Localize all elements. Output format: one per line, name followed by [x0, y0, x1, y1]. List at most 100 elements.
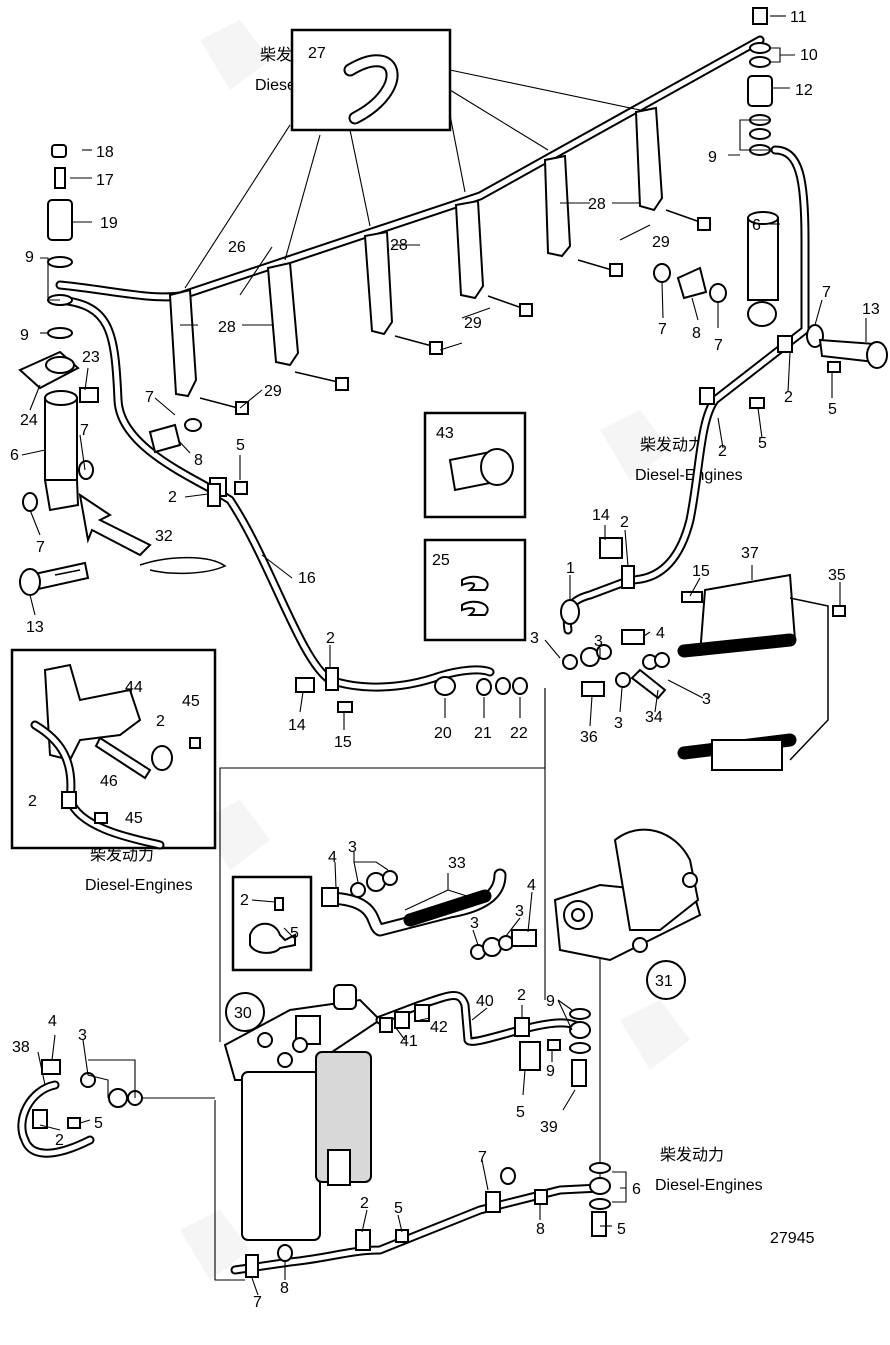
callout-18: 18 — [96, 144, 114, 161]
bracket-28 — [266, 261, 300, 367]
callout-14: 14 — [288, 717, 306, 734]
callout-5: 5 — [617, 1221, 626, 1238]
callout-2: 2 — [28, 793, 37, 810]
fittings-1-36 — [560, 599, 670, 700]
callout-37: 37 — [741, 545, 759, 562]
callout-8: 8 — [536, 1221, 545, 1238]
callout-29: 29 — [652, 234, 670, 251]
watermark-sub: Diesel-Engines — [635, 467, 743, 484]
callout-3: 3 — [515, 903, 524, 920]
callout-35: 35 — [828, 567, 846, 584]
callout-31: 31 — [655, 973, 673, 990]
callout-44: 44 — [125, 679, 143, 696]
pump-31 — [553, 828, 702, 962]
callout-2: 2 — [156, 713, 165, 730]
watermark-brand: 柴发动力 — [660, 1146, 724, 1164]
callout-9: 9 — [708, 149, 717, 166]
pipe-right — [562, 145, 810, 635]
callout-22: 22 — [510, 725, 528, 742]
bracket-28 — [168, 288, 198, 398]
callout-6: 6 — [10, 447, 19, 464]
callout-2: 2 — [168, 489, 177, 506]
watermark-brand: 柴发动力 — [640, 436, 704, 454]
callout-10: 10 — [800, 47, 818, 64]
callout-15: 15 — [334, 734, 352, 751]
callout-28: 28 — [390, 237, 408, 254]
callout-3: 3 — [348, 839, 357, 856]
callout-7: 7 — [253, 1294, 262, 1311]
pipe-38 — [17, 1059, 143, 1158]
callout-9: 9 — [546, 1063, 555, 1080]
callout-28: 28 — [588, 196, 606, 213]
callout-7: 7 — [36, 539, 45, 556]
callout-11: 11 — [790, 9, 807, 26]
callout-8: 8 — [692, 325, 701, 342]
callout-4: 4 — [328, 849, 337, 866]
callout-21: 21 — [474, 725, 492, 742]
callout-7: 7 — [478, 1149, 487, 1166]
detail-box-clamp — [231, 875, 313, 972]
callout-6: 6 — [632, 1181, 641, 1198]
callout-27: 27 — [308, 45, 326, 62]
callout-3: 3 — [594, 633, 603, 650]
callout-4: 4 — [527, 877, 536, 894]
callout-29: 29 — [464, 315, 482, 332]
bracket-28-group — [168, 106, 664, 398]
callout-5: 5 — [516, 1104, 525, 1121]
callout-labels: 11 10 12 9 28 6 29 7 13 7 8 7 2 5 2 5 27… — [10, 9, 880, 1311]
circle-30 — [225, 992, 265, 1032]
bracket-28 — [543, 154, 572, 258]
callout-39: 39 — [540, 1119, 558, 1136]
callout-4: 4 — [48, 1013, 57, 1030]
callout-7: 7 — [658, 321, 667, 338]
callout-7: 7 — [80, 422, 89, 439]
callout-2: 2 — [718, 443, 727, 460]
callout-4: 4 — [656, 625, 665, 642]
watermark-sub: Diesel-Engines — [655, 1177, 763, 1194]
callout-43: 43 — [436, 425, 454, 442]
callout-25: 25 — [432, 552, 450, 569]
callout-41: 41 — [400, 1033, 418, 1050]
callout-5: 5 — [290, 925, 299, 942]
clip-32 — [78, 492, 227, 575]
callout-36: 36 — [580, 729, 598, 746]
callout-7: 7 — [822, 284, 831, 301]
callout-3: 3 — [702, 691, 711, 708]
callout-8: 8 — [280, 1280, 289, 1297]
callout-9: 9 — [25, 249, 34, 266]
callout-9: 9 — [20, 327, 29, 344]
detail-box-25 — [423, 538, 527, 642]
callout-34: 34 — [645, 709, 663, 726]
callout-5: 5 — [236, 437, 245, 454]
pipe-40 — [375, 991, 591, 1087]
callout-1: 1 — [566, 560, 575, 577]
callout-2: 2 — [326, 630, 335, 647]
callout-15: 15 — [692, 563, 710, 580]
circle-31 — [646, 960, 686, 1000]
callout-40: 40 — [476, 993, 494, 1010]
fittings-14-22 — [295, 537, 703, 713]
callout-3: 3 — [530, 630, 539, 647]
clamp-2-group — [207, 335, 793, 691]
callout-33: 33 — [448, 855, 466, 872]
left-fittings — [18, 144, 99, 596]
detail-box-44 — [10, 648, 217, 850]
pipe-16 — [55, 295, 495, 692]
callout-14: 14 — [592, 507, 610, 524]
callout-2: 2 — [784, 389, 793, 406]
callout-16: 16 — [298, 570, 316, 587]
watermark-sub: Diesel-Engines — [85, 877, 193, 894]
callout-2: 2 — [517, 987, 526, 1004]
callout-7: 7 — [714, 337, 723, 354]
detail-box-43 — [423, 411, 527, 519]
callout-7: 7 — [145, 389, 154, 406]
callout-6: 6 — [752, 217, 761, 234]
callout-2: 2 — [240, 892, 249, 909]
callout-5: 5 — [758, 435, 767, 452]
fuel-filter-30 — [223, 984, 382, 1241]
callout-5: 5 — [828, 401, 837, 418]
callout-17: 17 — [96, 172, 114, 189]
callout-12: 12 — [795, 82, 813, 99]
callout-24: 24 — [20, 412, 38, 429]
